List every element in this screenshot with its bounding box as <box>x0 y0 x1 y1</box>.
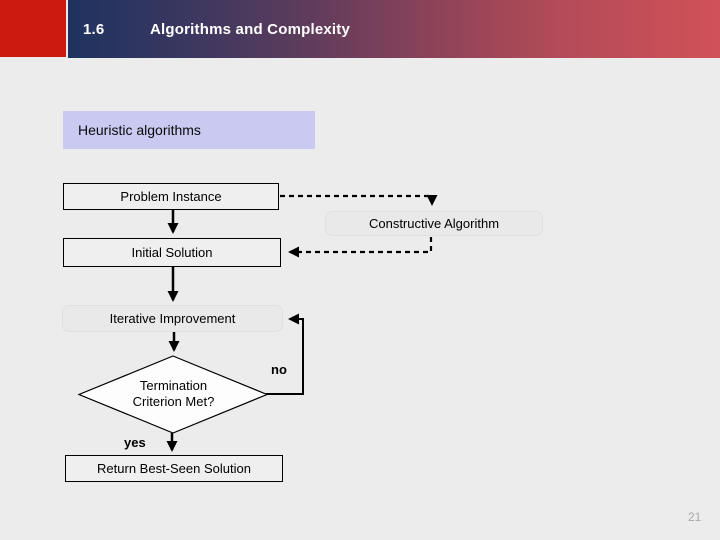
termination-decision-line2: Criterion Met? <box>132 394 215 409</box>
node-constructive-algorithm: Constructive Algorithm <box>325 211 543 236</box>
section-number: 1.6 <box>83 20 105 38</box>
page-number: 21 <box>688 510 702 524</box>
node-problem-instance: Problem Instance <box>63 183 279 210</box>
page-title: Algorithms and Complexity <box>150 20 351 38</box>
node-constructive-algorithm-label: Constructive Algorithm <box>368 216 500 231</box>
subtitle-box: Heuristic algorithms <box>63 111 315 149</box>
node-return-solution: Return Best-Seen Solution <box>65 455 283 482</box>
edge-label-yes: yes <box>124 435 146 450</box>
corner-accent-square <box>0 0 66 57</box>
subtitle-label: Heuristic algorithms <box>78 122 201 138</box>
node-return-solution-label: Return Best-Seen Solution <box>97 461 251 476</box>
node-iterative-improvement-label: Iterative Improvement <box>109 311 236 326</box>
node-iterative-improvement: Iterative Improvement <box>62 305 283 332</box>
node-problem-instance-label: Problem Instance <box>120 189 222 204</box>
node-termination-decision: Termination Criterion Met? <box>103 378 244 410</box>
node-initial-solution: Initial Solution <box>63 238 281 267</box>
header-bar: 1.6 Algorithms and Complexity <box>68 0 720 58</box>
termination-decision-line1: Termination <box>139 378 208 393</box>
node-initial-solution-label: Initial Solution <box>131 245 213 260</box>
edge-label-no: no <box>271 362 287 377</box>
